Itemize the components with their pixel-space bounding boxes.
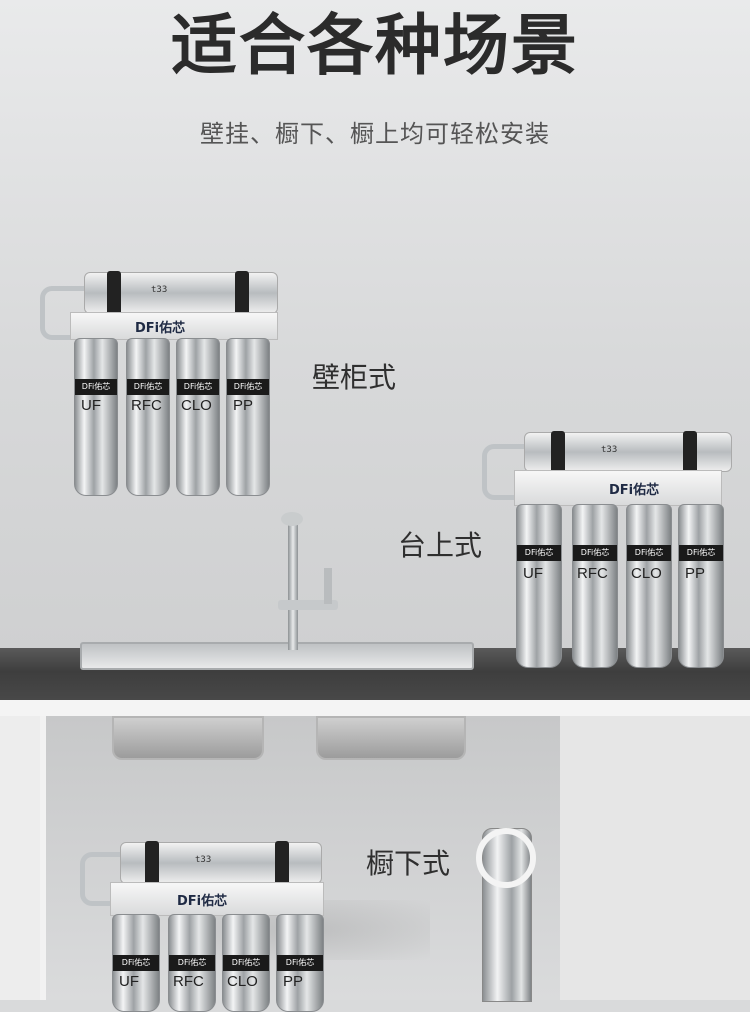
membrane-housing: t33 — [84, 271, 278, 315]
filter-canister: DFi佑芯 CLO — [222, 914, 270, 1012]
canister-brand: DFi佑芯 — [223, 955, 269, 971]
canister-label-pp: PP — [233, 397, 254, 414]
canister-label-uf: UF — [119, 973, 139, 990]
canister-brand: DFi佑芯 — [113, 955, 159, 971]
canister-brand: DFi佑芯 — [627, 545, 671, 561]
filter-canister: DFi佑芯 CLO — [626, 504, 672, 668]
membrane-housing: t33 — [120, 841, 322, 885]
cabinet-left-panel — [0, 716, 40, 1000]
page-subtitle: 壁挂、橱下、橱上均可轻松安装 — [200, 120, 550, 148]
canister-brand: DFi佑芯 — [227, 379, 269, 395]
page-title: 适合各种场景 — [171, 7, 579, 84]
canister-label-rfc: RFC — [131, 397, 162, 414]
canister-brand: DFi佑芯 — [517, 545, 561, 561]
filter-canister: DFi佑芯 RFC — [572, 504, 618, 668]
canister-label-pp: PP — [685, 565, 706, 582]
canister-label-clo: CLO — [181, 397, 212, 414]
mounting-bracket: DFi佑芯 — [70, 312, 278, 340]
label-countertop: 台上式 — [398, 529, 483, 562]
membrane-housing: t33 — [524, 431, 732, 473]
tank-mounting-clip — [476, 828, 536, 888]
filter-canister: DFi佑芯 PP — [226, 338, 270, 496]
filter-canister: DFi佑芯 UF — [516, 504, 562, 668]
faucet-spout — [281, 512, 303, 526]
canister-brand: DFi佑芯 — [177, 379, 219, 395]
mounting-bracket: DFi佑芯 — [110, 882, 324, 916]
membrane-code: t33 — [151, 285, 168, 295]
filter-canister: DFi佑芯 UF — [112, 914, 160, 1012]
filter-canister: DFi佑芯 CLO — [176, 338, 220, 496]
filter-canister: DFi佑芯 PP — [678, 504, 724, 668]
label-wall-mounted: 壁柜式 — [312, 361, 397, 394]
mounting-bracket: DFi佑芯 — [514, 470, 722, 506]
canister-label-rfc: RFC — [173, 973, 204, 990]
kitchen-sink — [80, 642, 474, 670]
filter-canister: DFi佑芯 RFC — [168, 914, 216, 1012]
canister-brand: DFi佑芯 — [75, 379, 117, 395]
membrane-code: t33 — [601, 445, 618, 455]
canister-label-uf: UF — [523, 565, 543, 582]
inlet-pipe — [40, 286, 85, 340]
filter-canister: DFi佑芯 UF — [74, 338, 118, 496]
canister-label-rfc: RFC — [577, 565, 608, 582]
canister-brand: DFi佑芯 — [679, 545, 723, 561]
canister-brand: DFi佑芯 — [573, 545, 617, 561]
brand-logo: DFi佑芯 — [609, 483, 660, 498]
brand-logo: DFi佑芯 — [135, 321, 186, 336]
inlet-pipe — [482, 444, 529, 500]
canister-brand: DFi佑芯 — [277, 955, 323, 971]
canister-label-clo: CLO — [227, 973, 258, 990]
faucet-handle — [324, 568, 332, 604]
brand-logo: DFi佑芯 — [177, 894, 228, 909]
filter-canister: DFi佑芯 RFC — [126, 338, 170, 496]
faucet — [288, 520, 298, 650]
cabinet-right-panel — [560, 716, 750, 1000]
canister-brand: DFi佑芯 — [169, 955, 215, 971]
sink-bowl-left — [112, 716, 264, 760]
label-under-sink: 橱下式 — [366, 847, 451, 880]
canister-label-uf: UF — [81, 397, 101, 414]
countertop-edge — [0, 700, 750, 716]
filter-canister: DFi佑芯 PP — [276, 914, 324, 1012]
canister-brand: DFi佑芯 — [127, 379, 169, 395]
canister-label-pp: PP — [283, 973, 304, 990]
faucet-base — [278, 600, 338, 610]
canister-label-clo: CLO — [631, 565, 662, 582]
sink-bowl-right — [316, 716, 466, 760]
inlet-pipe — [80, 852, 125, 906]
membrane-code: t33 — [195, 855, 212, 865]
